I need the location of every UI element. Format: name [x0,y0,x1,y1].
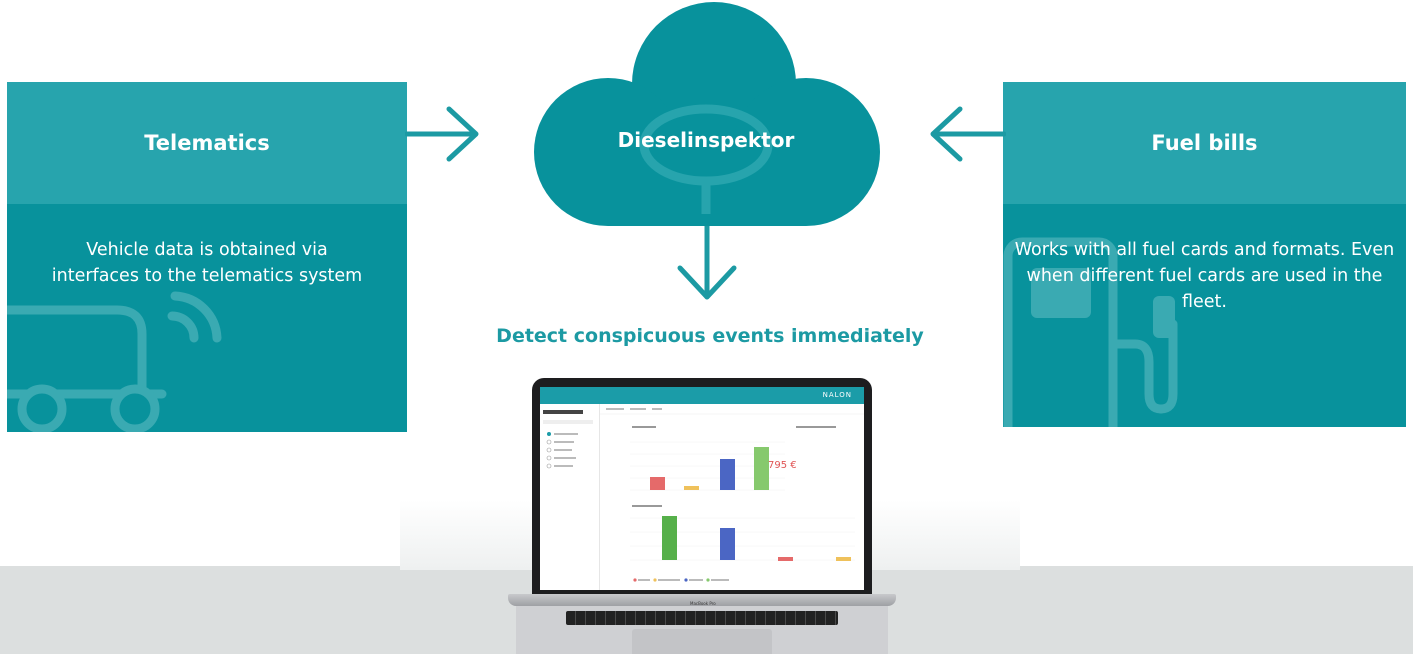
arrow-right-icon [405,106,479,162]
laptop-screen: NALON [540,387,864,590]
fuel-pump-icon [1003,237,1178,427]
cloud-title: Dieselinspektor [617,128,795,152]
telematics-panel-body: Vehicle data is obtained via interfaces … [7,204,407,432]
telematics-title: Telematics [144,131,270,155]
app-dashboard [600,404,864,590]
laptop-model-label: MacBook Pro [690,601,716,606]
app-sidebar [540,404,600,590]
laptop-trackpad [632,629,772,654]
laptop-base [508,594,896,606]
anomaly-cost-value: 795 € [768,460,797,471]
fuel-bills-panel: Fuel bills Works with all fuel cards and… [1003,82,1406,427]
telematics-panel: Telematics Vehicle data is obtained via … [7,82,407,432]
app-sidebar-menu [543,410,593,469]
telematics-panel-header: Telematics [7,82,407,204]
fuel-bills-panel-body: Works with all fuel cards and formats. E… [1003,204,1406,427]
laptop-keys [566,611,838,625]
headline: Detect conspicuous events immediately [496,325,924,347]
fuel-bills-description: Works with all fuel cards and formats. E… [1014,240,1395,312]
dashboard-charts [600,408,864,582]
arrow-down-icon [677,224,737,300]
fuel-bills-panel-header: Fuel bills [1003,82,1406,204]
cloud-icon [534,2,880,226]
truck-signal-icon [7,291,222,432]
app-header-bar: NALON [540,387,864,404]
telematics-description: Vehicle data is obtained via interfaces … [51,240,363,286]
app-logo: NALON [822,391,852,399]
fuel-bills-title: Fuel bills [1151,131,1258,155]
arrow-left-icon [930,106,1006,162]
